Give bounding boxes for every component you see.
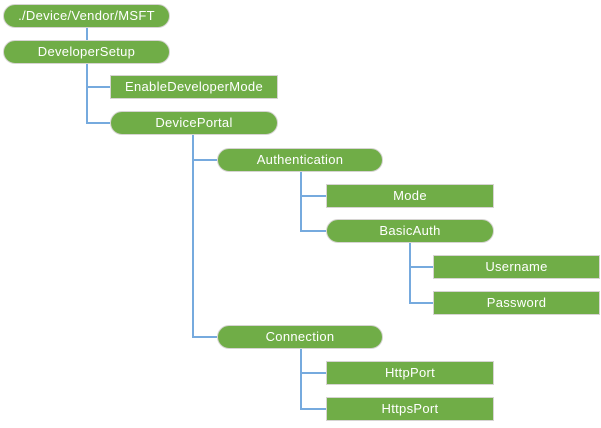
- tree-node-connection: Connection: [217, 325, 383, 349]
- tree-node-basic-auth: BasicAuth: [326, 219, 494, 243]
- connector-line: [300, 349, 302, 410]
- connector-line: [300, 408, 326, 410]
- connector-line: [192, 159, 217, 161]
- connector-line: [300, 172, 302, 232]
- tree-node-mode: Mode: [326, 184, 494, 208]
- connector-line: [86, 86, 110, 88]
- connector-line: [300, 230, 326, 232]
- tree-node-https-port: HttpsPort: [326, 397, 494, 421]
- tree-node-device-vendor-msft: ./Device/Vendor/MSFT: [3, 4, 170, 28]
- connector-line: [409, 243, 411, 304]
- connector-line: [300, 372, 326, 374]
- tree-node-enable-developer-mode: EnableDeveloperMode: [110, 75, 278, 99]
- connector-line: [86, 122, 110, 124]
- connector-line: [409, 302, 433, 304]
- tree-node-username: Username: [433, 255, 600, 279]
- connector-line: [192, 135, 194, 338]
- connector-line: [86, 27, 88, 41]
- tree-node-http-port: HttpPort: [326, 361, 494, 385]
- tree-node-password: Password: [433, 291, 600, 315]
- tree-node-device-portal: DevicePortal: [110, 111, 278, 135]
- tree-node-developer-setup: DeveloperSetup: [3, 40, 170, 64]
- connector-line: [300, 195, 326, 197]
- connector-line: [192, 336, 217, 338]
- tree-node-authentication: Authentication: [217, 148, 383, 172]
- connector-line: [86, 63, 88, 124]
- connector-line: [409, 266, 433, 268]
